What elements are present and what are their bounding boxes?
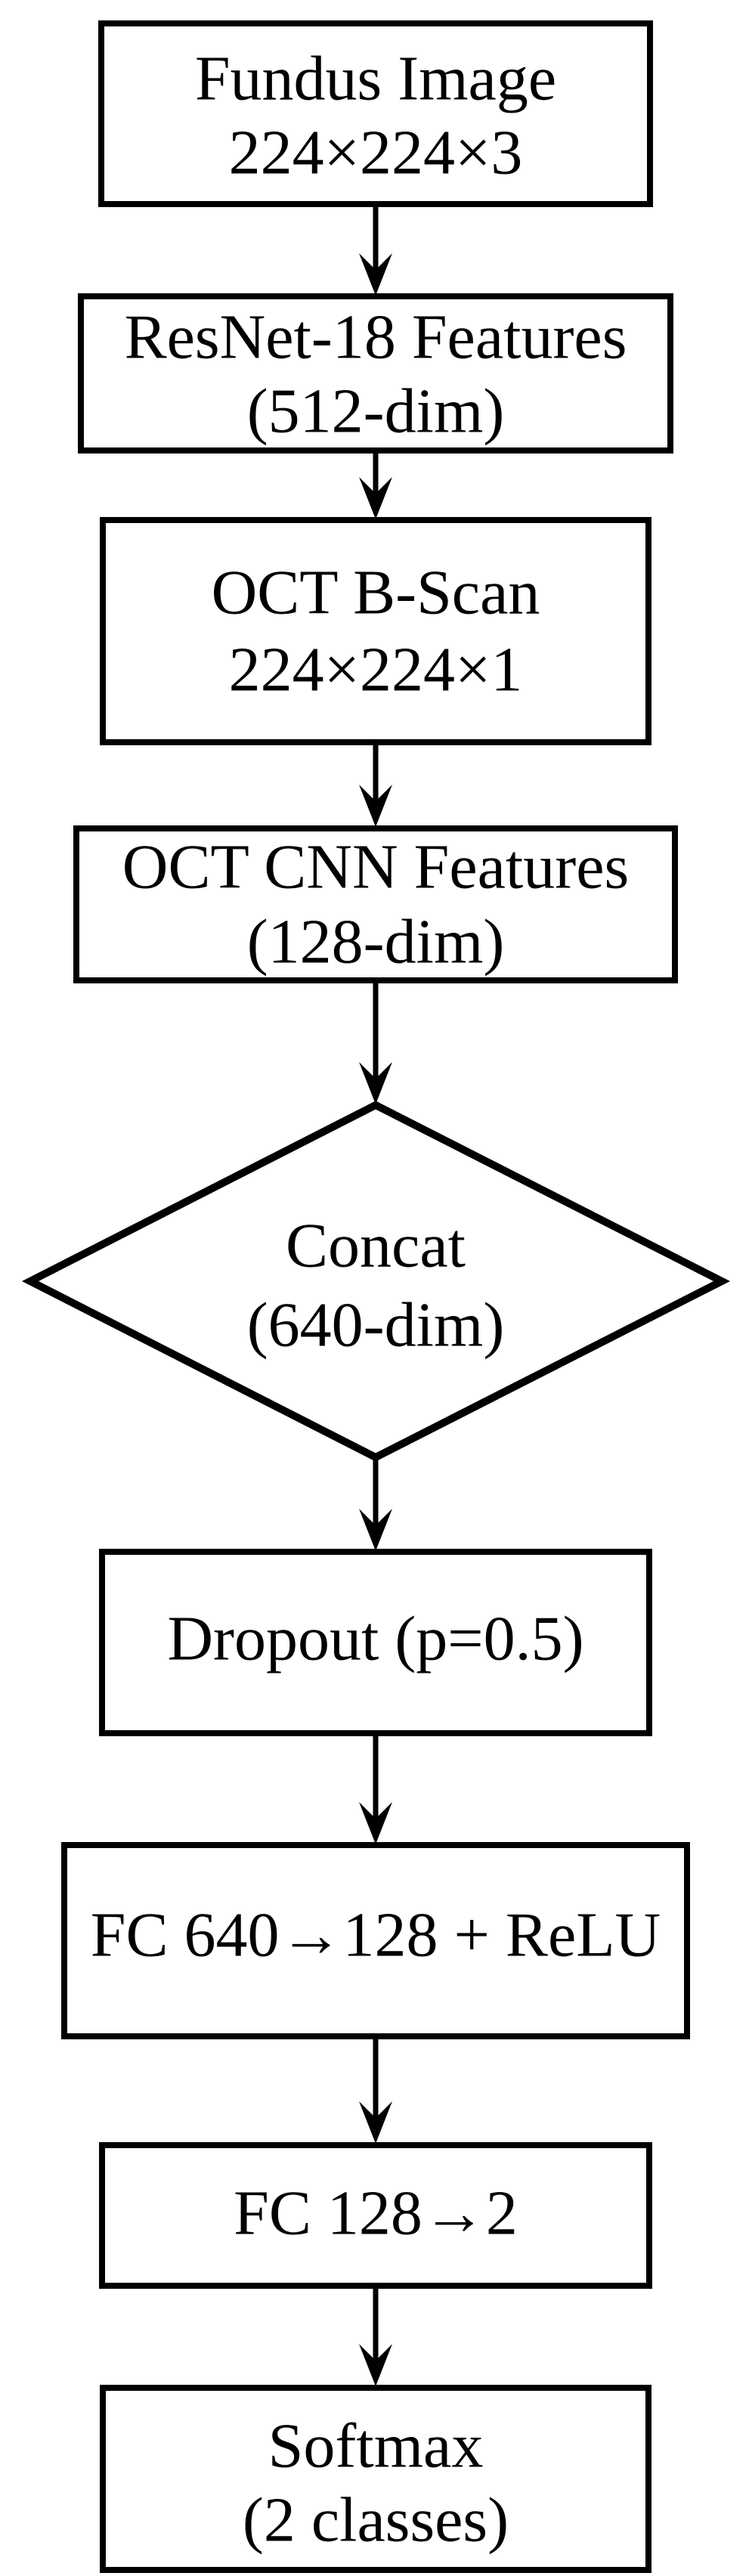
concat-diamond bbox=[21, 1101, 731, 1462]
arrow-concat-to-dropout bbox=[359, 1457, 392, 1551]
fundus-image-box bbox=[98, 20, 653, 207]
arrow-fc128-to-softmax bbox=[359, 2286, 392, 2386]
node-fundus-image: Fundus Image 224×224×3 bbox=[98, 20, 653, 207]
resnet18-features-label-line1: ResNet-18 Features bbox=[125, 302, 627, 373]
softmax-box bbox=[100, 2385, 652, 2573]
node-oct-cnn-features: OCT CNN Features (128-dim) bbox=[73, 825, 678, 983]
arrow-head-icon bbox=[359, 1062, 392, 1104]
oct-cnn-features-label-line1: OCT CNN Features bbox=[122, 832, 629, 903]
oct-cnn-features-label-line2: (128-dim) bbox=[247, 907, 505, 977]
concat-label-line2: (640-dim) bbox=[247, 1290, 505, 1361]
dropout-label: Dropout (p=0.5) bbox=[167, 1604, 583, 1674]
node-resnet18-features: ResNet-18 Features (512-dim) bbox=[78, 293, 673, 454]
arrow-resnet-to-octbscan bbox=[359, 450, 392, 519]
node-softmax: Softmax (2 classes) bbox=[100, 2385, 652, 2573]
fc-128-2-box bbox=[99, 2142, 652, 2289]
concat-label-line1: Concat bbox=[286, 1211, 466, 1281]
oct-bscan-label-line2: 224×224×1 bbox=[229, 635, 523, 705]
oct-cnn-features-box bbox=[73, 825, 678, 983]
fc-640-128-relu-label: FC 640→128 + ReLU bbox=[91, 1900, 661, 1971]
dropout-box bbox=[99, 1549, 652, 1736]
softmax-label-line1: Softmax bbox=[268, 2411, 484, 2482]
arrow-octbscan-to-octcnn bbox=[359, 742, 392, 827]
arrow-octcnn-to-concat bbox=[359, 980, 392, 1104]
node-fc-128-2: FC 128→2 bbox=[99, 2142, 652, 2289]
arrow-head-icon bbox=[359, 2101, 392, 2144]
node-concat: Concat (640-dim) bbox=[21, 1101, 731, 1462]
arrow-fundus-to-resnet bbox=[359, 204, 392, 296]
fundus-image-label-line2: 224×224×3 bbox=[229, 118, 523, 188]
node-fc-640-128-relu: FC 640→128 + ReLU bbox=[61, 1842, 690, 2039]
arrow-head-icon bbox=[359, 785, 392, 827]
arrow-head-icon bbox=[359, 1802, 392, 1844]
arrow-fc640-to-fc128 bbox=[359, 2036, 392, 2144]
oct-bscan-label-line1: OCT B-Scan bbox=[212, 558, 540, 628]
resnet18-features-label-line2: (512-dim) bbox=[247, 376, 505, 447]
arrow-head-icon bbox=[359, 2344, 392, 2386]
arrow-head-icon bbox=[359, 1509, 392, 1551]
arrow-head-icon bbox=[359, 477, 392, 519]
oct-bscan-box bbox=[100, 517, 652, 745]
resnet18-features-box bbox=[78, 293, 673, 454]
node-dropout: Dropout (p=0.5) bbox=[99, 1549, 652, 1736]
softmax-label-line2: (2 classes) bbox=[243, 2485, 509, 2556]
arrow-head-icon bbox=[359, 253, 392, 296]
arrow-dropout-to-fc640 bbox=[359, 1733, 392, 1844]
node-oct-bscan: OCT B-Scan 224×224×1 bbox=[100, 517, 652, 745]
fundus-image-label-line1: Fundus Image bbox=[195, 44, 556, 114]
fc-128-2-label: FC 128→2 bbox=[234, 2178, 518, 2249]
